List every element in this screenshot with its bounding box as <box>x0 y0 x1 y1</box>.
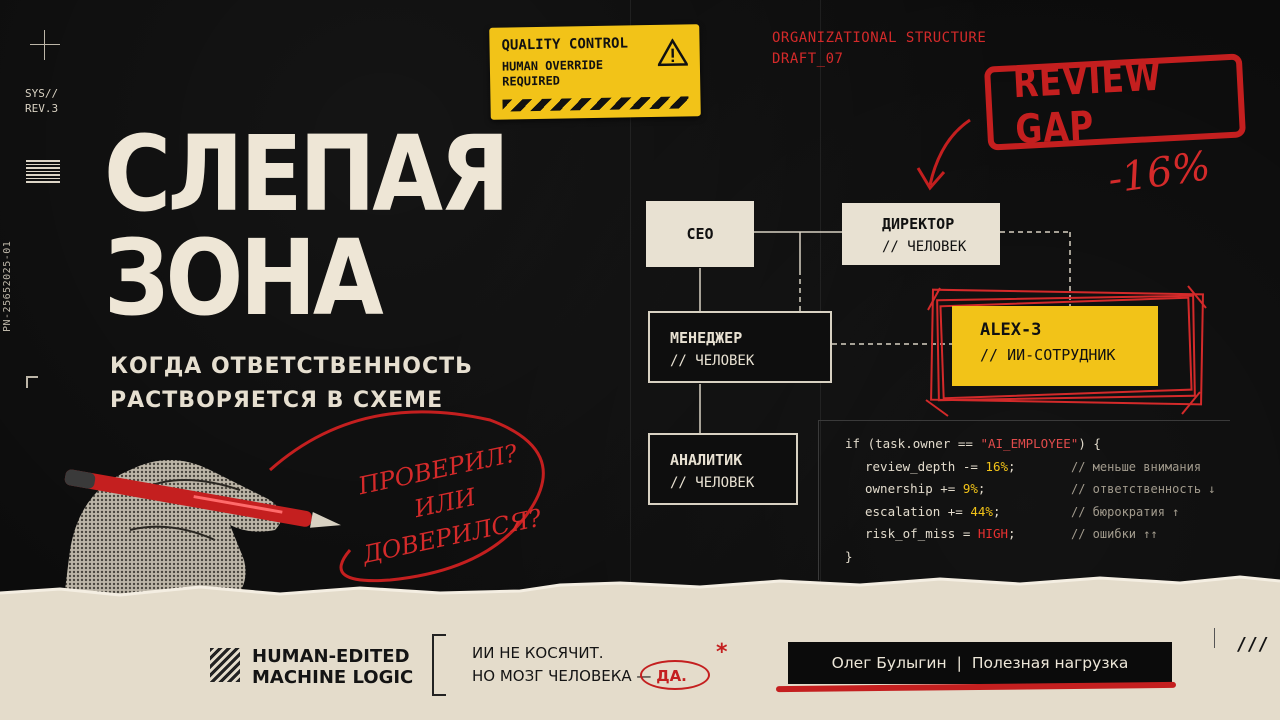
manager-title: МЕНЕДЖЕР <box>670 329 743 347</box>
code-line: ownership += 9%; // ответственность ↓ <box>845 478 1230 501</box>
code-line-close: } <box>845 548 853 564</box>
red-circle-mark <box>640 660 710 690</box>
badge-line-1: HUMAN-EDITED <box>252 646 410 667</box>
code-comment: // меньше внимания <box>1071 459 1202 474</box>
code-comment: // ошибки ↑↑ <box>1071 527 1158 541</box>
author-channel: Полезная нагрузка <box>971 654 1129 672</box>
org-node-manager: МЕНЕДЖЕР // ЧЕЛОВЕК <box>648 311 832 383</box>
author-name: Олег Булыгин <box>831 654 947 672</box>
bracket-mark <box>432 634 446 696</box>
org-node-ai-employee: ALEX-3 // ИИ-СОТРУДНИК <box>952 306 1158 386</box>
page-title: СЛЕПАЯ ЗОНА <box>104 113 510 339</box>
org-label-line-2: DRAFT_07 <box>772 51 844 67</box>
analyst-role: // ЧЕЛОВЕК <box>670 475 755 491</box>
code-text: risk_of_miss = <box>865 526 978 541</box>
hatch-icon <box>210 648 240 682</box>
page-subtitle: КОГДА ОТВЕТСТВЕННОСТЬ РАСТВОРЯЕТСЯ В СХЕ… <box>110 350 473 418</box>
code-value: 16% <box>985 458 1008 474</box>
hazard-stripes <box>502 96 689 112</box>
code-value: 44% <box>970 503 993 519</box>
ceo-label: CEO <box>686 225 714 243</box>
stamp-text: REVIEW GAP <box>1011 53 1163 154</box>
tick-mark <box>1214 628 1215 648</box>
hand-with-pen-illustration <box>60 460 341 630</box>
percent-scribble: -16% <box>1105 143 1214 203</box>
code-text: review_depth -= <box>865 458 986 474</box>
code-value: 9% <box>962 481 978 496</box>
title-line-2: ЗОНА <box>104 217 384 339</box>
crosshair-icon <box>30 30 60 60</box>
ai-title: ALEX-3 <box>980 320 1042 340</box>
tape-line-2: HUMAN OVERRIDE REQUIRED <box>501 57 604 89</box>
badge-line-2: MACHINE LOGIC <box>252 667 414 688</box>
code-line: review_depth -= 16%; // меньше внимания <box>845 456 1230 479</box>
subtitle-line-1: КОГДА ОТВЕТСТВЕННОСТЬ <box>110 354 473 379</box>
code-text: ; <box>1008 458 1016 474</box>
tagline-line-2-text: НО МОЗГ ЧЕЛОВЕКА — <box>472 667 657 685</box>
rev-label: REV.3 <box>25 102 59 115</box>
arrow-down-left-icon <box>916 118 971 191</box>
org-node-analyst: АНАЛИТИК // ЧЕЛОВЕК <box>648 433 798 505</box>
code-line: escalation += 44%; // бюрократия ↑ <box>845 501 1230 524</box>
org-structure-label: ORGANIZATIONAL STRUCTURE DRAFT_07 <box>772 28 986 70</box>
sys-rev-label: SYS// REV.3 <box>25 86 58 116</box>
human-edited-badge: HUMAN-EDITED MACHINE LOGIC <box>252 646 413 688</box>
org-node-ceo: CEO <box>646 201 754 267</box>
tagline-line-1: ИИ НЕ КОСЯЧИТ. <box>472 644 604 662</box>
author-separator: | <box>956 654 962 672</box>
manager-role: // ЧЕЛОВЕК <box>670 353 755 369</box>
director-title: ДИРЕКТОР <box>882 215 955 233</box>
tape-line-1: QUALITY CONTROL <box>501 35 629 54</box>
org-label-line-1: ORGANIZATIONAL STRUCTURE <box>772 30 987 46</box>
corner-mark-icon <box>26 376 38 388</box>
code-line: risk_of_miss = HIGH; // ошибки ↑↑ <box>845 523 1230 546</box>
code-string: "AI_EMPLOYEE" <box>980 436 1079 451</box>
barcode-icon <box>26 160 60 184</box>
code-text: escalation += <box>865 503 971 519</box>
warning-icon <box>657 38 688 67</box>
asterisk-icon: * <box>716 640 728 665</box>
author-plate: Олег Булыгин | Полезная нагрузка <box>788 642 1172 684</box>
grid-line <box>630 0 631 720</box>
review-gap-stamp: REVIEW GAP <box>983 53 1247 154</box>
code-text: if (task.owner == <box>845 436 981 451</box>
code-text: ) { <box>1078 436 1101 451</box>
director-role: // ЧЕЛОВЕК <box>882 239 967 255</box>
ai-role: // ИИ-СОТРУДНИК <box>980 346 1116 364</box>
code-value: HIGH <box>977 526 1008 541</box>
slashes-mark: /// <box>1236 634 1269 655</box>
red-loop-scribble <box>269 410 545 583</box>
code-text: ownership += <box>865 481 963 496</box>
quality-control-tape: QUALITY CONTROL HUMAN OVERRIDE REQUIRED <box>489 24 701 120</box>
code-text: ; <box>1008 526 1016 541</box>
code-block: if (task.owner == "AI_EMPLOYEE") { revie… <box>818 420 1230 580</box>
analyst-title: АНАЛИТИК <box>670 451 743 469</box>
red-highlight-scribbles <box>925 285 1207 417</box>
code-line-head: if (task.owner == "AI_EMPLOYEE") { <box>845 433 1230 456</box>
code-comment: // ответственность ↓ <box>1071 482 1216 496</box>
subtitle-line-2: РАСТВОРЯЕТСЯ В СХЕМЕ <box>110 388 444 413</box>
rail-code: PN-25652025-01 <box>2 240 13 332</box>
code-text: ; <box>992 503 1001 519</box>
code-text: ; <box>977 481 986 496</box>
sys-label: SYS// <box>25 87 59 100</box>
code-comment: // бюрократия ↑ <box>1071 504 1180 519</box>
org-node-director: ДИРЕКТОР // ЧЕЛОВЕК <box>842 203 1000 265</box>
title-line-1: СЛЕПАЯ <box>104 113 510 235</box>
